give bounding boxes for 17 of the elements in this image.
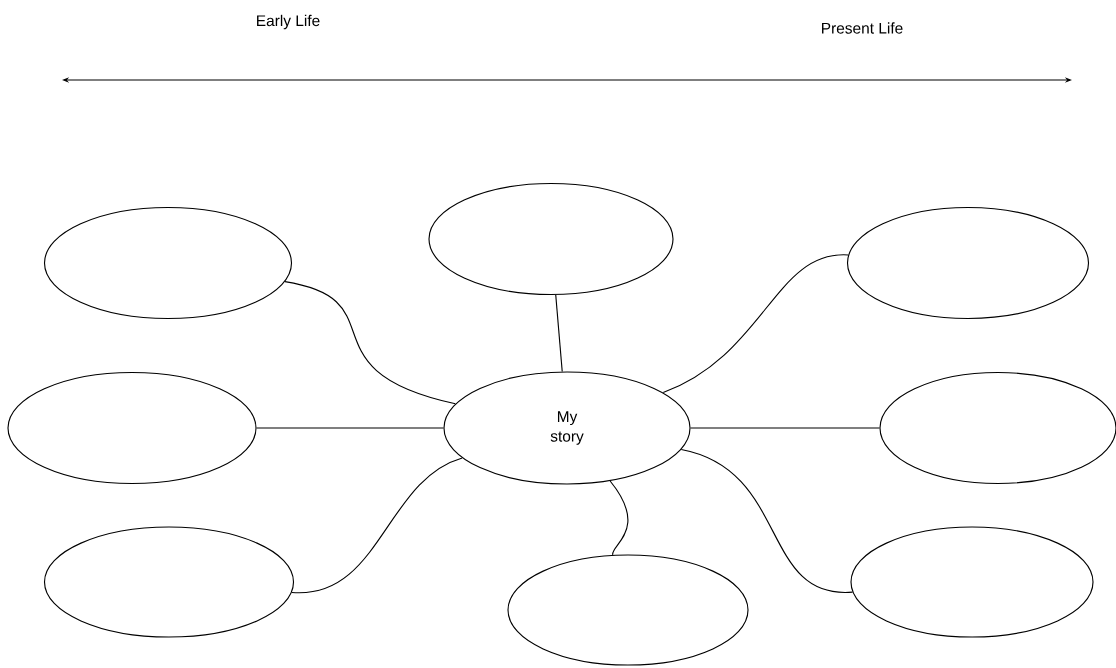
connector-line bbox=[680, 448, 854, 593]
empty-ellipse bbox=[43, 526, 295, 638]
connector-line bbox=[555, 294, 563, 373]
empty-ellipse bbox=[846, 206, 1090, 320]
empty-ellipse bbox=[7, 371, 257, 485]
connector-line bbox=[256, 427, 444, 429]
timeline-label: Present Life bbox=[822, 22, 903, 34]
connector-line bbox=[690, 427, 880, 429]
empty-ellipse bbox=[850, 526, 1094, 638]
timeline-label: Early Life bbox=[257, 14, 320, 30]
empty-ellipse bbox=[428, 182, 674, 296]
connector-line bbox=[284, 281, 456, 405]
connector-line bbox=[609, 480, 629, 556]
connector-line bbox=[662, 254, 849, 394]
connector-line bbox=[291, 457, 463, 594]
empty-ellipse bbox=[43, 206, 293, 320]
empty-ellipse bbox=[507, 554, 749, 666]
